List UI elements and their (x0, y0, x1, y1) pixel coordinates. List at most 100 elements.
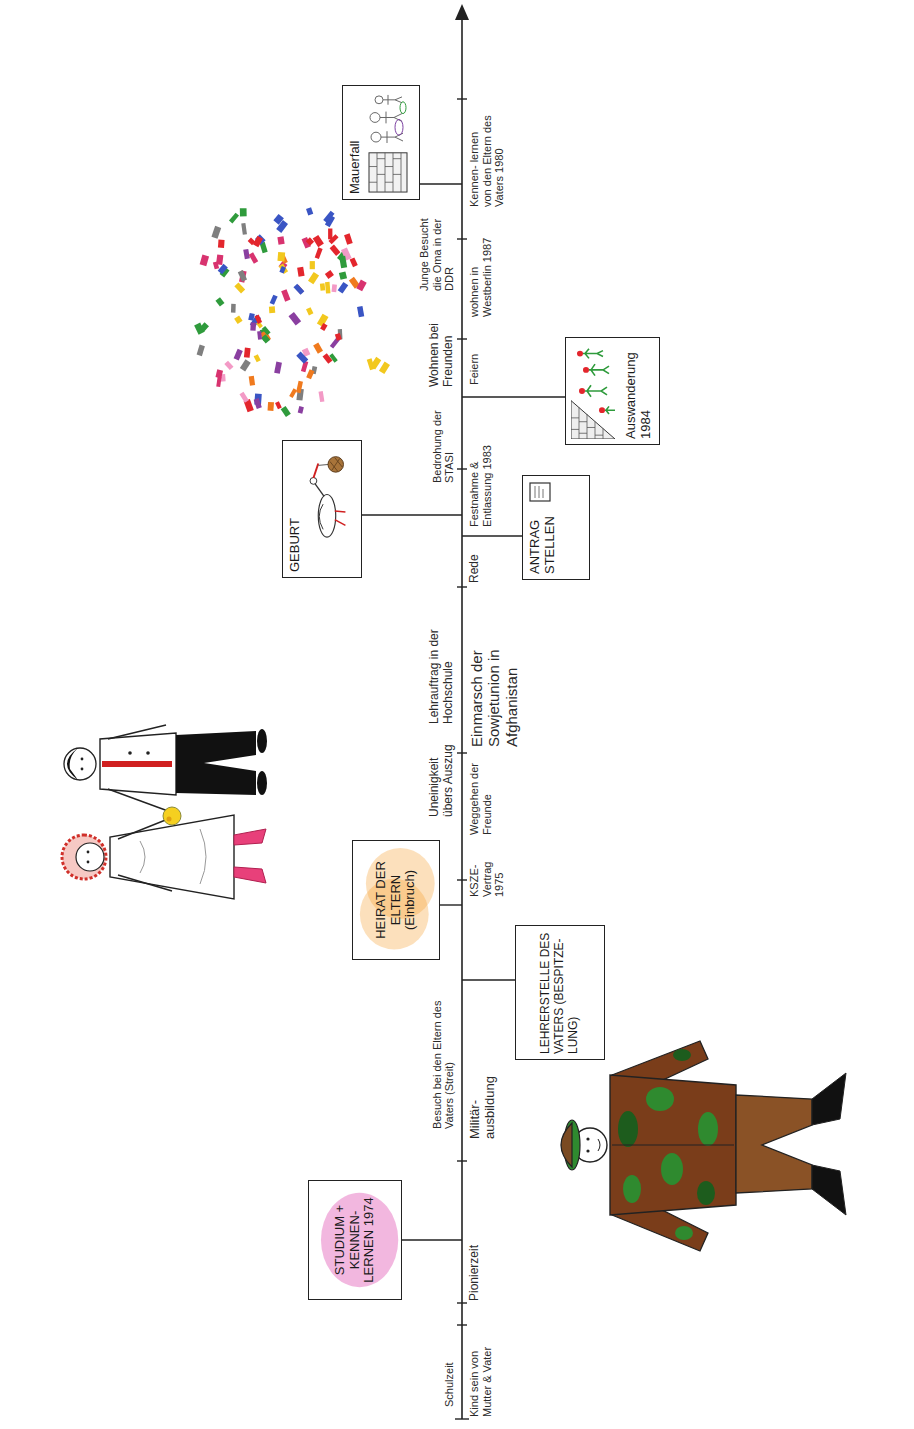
confetti-piece (257, 331, 262, 340)
timeline-label: Kind sein von Mutter & Vater (468, 1337, 493, 1417)
confetti-piece (213, 261, 219, 269)
confetti-piece (370, 357, 381, 370)
confetti-piece (298, 406, 304, 414)
box-text: GEBURT (288, 446, 303, 572)
emigration-drawing (571, 343, 621, 439)
confetti-piece (356, 280, 366, 292)
timeline-label: Uneinigkeit übers Auszug (428, 732, 456, 817)
confetti-piece (241, 223, 247, 235)
confetti-piece (379, 362, 390, 374)
timeline-label: Junge Besucht die Oma in der DDR (418, 205, 456, 291)
confetti-piece (315, 247, 323, 259)
confetti-piece (250, 322, 256, 330)
confetti-piece (357, 306, 364, 317)
confetti-piece (281, 406, 291, 417)
confetti-piece (215, 297, 224, 306)
confetti-piece (332, 284, 337, 292)
confetti-piece (325, 270, 334, 279)
confetti-piece (197, 345, 205, 357)
confetti-piece (234, 349, 243, 361)
box-text: HEIRAT DER ELTERN (Einbruch) (374, 846, 419, 954)
confetti-piece (281, 289, 290, 301)
confetti-piece (234, 315, 242, 324)
timeline-box: Auswanderung 1984 (565, 337, 660, 445)
box-text: ANTRAG STELLEN (528, 481, 558, 574)
timeline-label: Kennen- lernen von den Eltern des Vaters… (468, 112, 506, 207)
confetti-piece (248, 313, 255, 321)
timeline-label: Festnahme & Entlassung 1983 (468, 439, 493, 527)
timeline-label: Schulzeit (443, 1347, 456, 1407)
confetti-piece (323, 211, 334, 223)
confetti-piece (289, 388, 297, 398)
confetti-piece (306, 369, 314, 379)
confetti-piece (200, 255, 209, 267)
confetti-piece (239, 392, 248, 403)
timeline-label: Militär- ausbildung (468, 1067, 498, 1139)
confetti-piece (215, 369, 223, 378)
box-text: Auswanderung 1984 (624, 343, 654, 439)
axis-arrowhead (455, 4, 469, 20)
confetti-piece (253, 236, 263, 248)
confetti-piece (262, 326, 271, 335)
confetti-piece (275, 401, 282, 409)
confetti-piece (329, 353, 337, 362)
confetti-piece (296, 352, 308, 364)
confetti-piece (306, 237, 314, 245)
confetti-piece (277, 252, 285, 261)
confetti-piece (279, 266, 286, 273)
confetti-cloud (194, 207, 390, 417)
confetti-piece (249, 252, 258, 263)
confetti-piece (293, 284, 304, 295)
confetti-piece (218, 239, 225, 247)
timeline-box: Mauerfall (342, 85, 420, 200)
confetti-piece (335, 333, 342, 341)
confetti-piece (320, 323, 327, 331)
timeline-label: Feiern (468, 340, 481, 385)
timeline-label: KSZE- Vertrag 1975 (468, 842, 506, 897)
confetti-piece (344, 233, 353, 244)
confetti-piece (249, 376, 255, 386)
timeline-label: Einmarsch der Sowjetunion in Afghanistan (468, 592, 520, 747)
box-text: STUDIUM + KENNEN- LERNEN 1974 (333, 1186, 378, 1294)
timeline-box: GEBURT (282, 440, 362, 578)
timeline-label: Bedrohung der STASI (431, 401, 456, 483)
timeline-label: Lehrauftrag in der Hochschule (428, 599, 456, 724)
confetti-piece (310, 261, 315, 269)
confetti-piece (269, 306, 275, 313)
timeline-box: HEIRAT DER ELTERN (Einbruch) (352, 840, 440, 960)
confetti-piece (254, 314, 262, 323)
confetti-piece (330, 244, 341, 255)
leader-lines (362, 184, 565, 1240)
confetti-piece (325, 282, 330, 294)
confetti-piece (339, 271, 347, 279)
confetti-piece (319, 391, 325, 402)
timeline-label: Pionierzeit (468, 1226, 482, 1301)
confetti-piece (211, 226, 221, 239)
confetti-piece (254, 354, 261, 362)
confetti-piece (328, 229, 332, 240)
confetti-piece (296, 381, 303, 393)
confetti-piece (243, 249, 250, 259)
time-axis (461, 17, 463, 1419)
confetti-piece (199, 322, 209, 332)
confetti-piece (306, 207, 313, 215)
confetti-piece (320, 283, 325, 291)
timeline-label: wohnen in Westberlin 1987 (468, 237, 493, 317)
timeline-label: Wohnen bei Freunden (428, 295, 456, 387)
timeline-box: STUDIUM + KENNEN- LERNEN 1974 (308, 1180, 402, 1300)
confetti-piece (308, 272, 319, 284)
wall-drawing (367, 91, 409, 194)
confetti-piece (229, 213, 239, 224)
confetti-piece (277, 236, 284, 244)
confetti-piece (350, 257, 358, 267)
document-icon (528, 481, 552, 503)
wedding-couple (62, 725, 267, 899)
confetti-piece (274, 362, 282, 374)
confetti-piece (240, 359, 251, 371)
confetti-piece (234, 282, 245, 293)
timeline-label: Weggehen der Freunde (468, 757, 493, 835)
confetti-piece (268, 402, 274, 411)
timeline-box: LEHRERSTELLE DES VATERS (BESPITZE- LUNG) (515, 925, 605, 1060)
